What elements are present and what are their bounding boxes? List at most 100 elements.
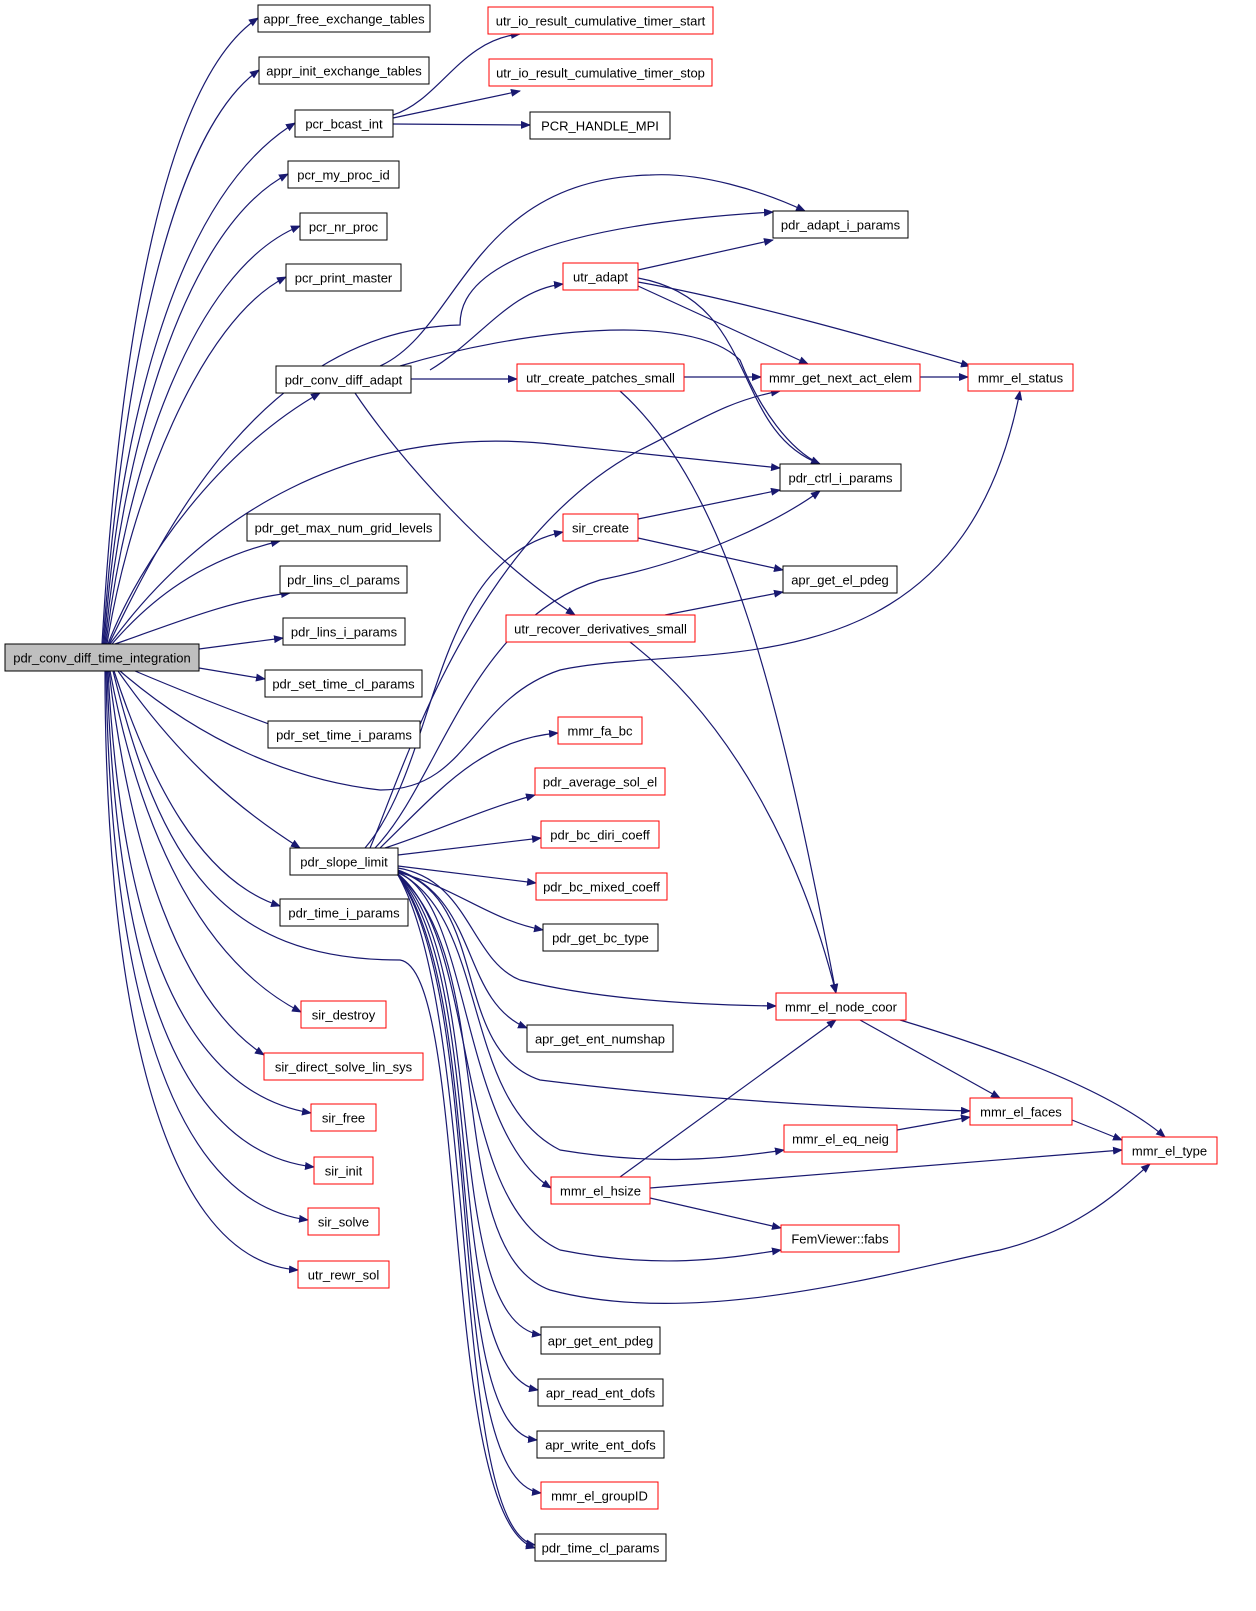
- edge-pcr_bcast-to-pcr_handle: [392, 120, 531, 129]
- node-mmr-get-next[interactable]: mmr_get_next_act_elem: [760, 363, 921, 392]
- node-pdr-bc-mixed[interactable]: pdr_bc_mixed_coeff: [535, 872, 668, 901]
- node-mmr-el-type[interactable]: mmr_el_type: [1121, 1136, 1218, 1165]
- edge-utr_adapt-to-pdr_adapt_i: [637, 238, 774, 271]
- edge-pdr_slope_limit-to-apr_write: [397, 874, 538, 1444]
- edge-root-to-sir_direct: [108, 670, 265, 1056]
- node-box: [772, 210, 909, 239]
- node-mmr-fa-bc[interactable]: mmr_fa_bc: [557, 716, 643, 745]
- node-mmr-el-node[interactable]: mmr_el_node_coor: [775, 992, 907, 1021]
- node-label: mmr_el_hsize: [560, 1184, 641, 1199]
- node-pdr-adapt-i[interactable]: pdr_adapt_i_params: [772, 210, 909, 239]
- node-appr-init[interactable]: appr_init_exchange_tables: [258, 56, 430, 85]
- node-label: appr_free_exchange_tables: [263, 12, 425, 27]
- edge-root-to-appr_init: [102, 69, 260, 645]
- node-box: [285, 263, 402, 292]
- node-pdr-lins-cl[interactable]: pdr_lins_cl_params: [279, 565, 408, 594]
- node-pdr-bc-diri[interactable]: pdr_bc_diri_coeff: [540, 820, 660, 849]
- edge-pcr_bcast-to-utr_io_stop: [392, 88, 521, 119]
- node-utr-io-stop[interactable]: utr_io_result_cumulative_timer_stop: [488, 58, 713, 87]
- node-appr-free[interactable]: appr_free_exchange_tables: [257, 4, 431, 33]
- node-utr-adapt[interactable]: utr_adapt: [562, 262, 639, 291]
- node-label: mmr_el_eq_neig: [792, 1132, 889, 1147]
- node-box: [540, 1481, 659, 1510]
- node-pdr-ctrl-i[interactable]: pdr_ctrl_i_params: [779, 463, 902, 492]
- node-box: [782, 565, 898, 594]
- edge-pdr_conv_diff_adapt-to-pdr_adapt_i: [379, 174, 806, 367]
- edge-pdr_slope_limit-to-apr_get_ent_pdeg: [397, 874, 542, 1338]
- node-sir-destroy[interactable]: sir_destroy: [300, 1000, 387, 1029]
- node-box: [779, 463, 902, 492]
- node-utr-recover[interactable]: utr_recover_derivatives_small: [505, 614, 696, 643]
- node-root[interactable]: pdr_conv_diff_time_integration: [4, 643, 200, 672]
- node-box: [534, 767, 666, 796]
- node-pdr-get-bc[interactable]: pdr_get_bc_type: [542, 923, 659, 952]
- node-pdr-conv-diff-adapt[interactable]: pdr_conv_diff_adapt: [275, 365, 412, 394]
- node-sir-free[interactable]: sir_free: [310, 1103, 377, 1132]
- node-mmr-el-status[interactable]: mmr_el_status: [967, 363, 1074, 392]
- edge-root-to-sir_solve: [105, 670, 309, 1223]
- node-box: [550, 1176, 651, 1205]
- edge-mmr_el_node-to-mmr_el_faces: [859, 1019, 1001, 1099]
- edge-root-to-utr_rewr: [104, 670, 299, 1274]
- node-label: pcr_nr_proc: [309, 220, 379, 235]
- node-pdr-set-time-i[interactable]: pdr_set_time_i_params: [267, 720, 421, 749]
- node-utr-create[interactable]: utr_create_patches_small: [516, 363, 685, 392]
- node-box: [297, 1260, 390, 1289]
- node-pdr-time-i[interactable]: pdr_time_i_params: [279, 898, 409, 927]
- node-label: mmr_el_status: [978, 371, 1064, 386]
- edge-utr_adapt-to-pdr_ctrl_i: [637, 277, 821, 465]
- edge-root-to-pdr_time_i: [113, 670, 281, 908]
- node-apr-get-ent-numshap[interactable]: apr_get_ent_numshap: [526, 1024, 674, 1053]
- node-sir-create[interactable]: sir_create: [562, 513, 639, 542]
- node-pdr-lins-i[interactable]: pdr_lins_i_params: [282, 617, 406, 646]
- node-label: pdr_lins_cl_params: [287, 573, 400, 588]
- node-pcr-nr-proc[interactable]: pcr_nr_proc: [299, 212, 388, 241]
- edge-pdr_slope_limit-to-sir_create: [364, 529, 564, 849]
- node-mmr-el-eq-neig[interactable]: mmr_el_eq_neig: [783, 1124, 898, 1153]
- edge-pdr_slope_limit-to-pdr_ctrl_i: [374, 490, 821, 849]
- node-label: pdr_time_cl_params: [542, 1541, 660, 1556]
- node-box: [557, 716, 643, 745]
- node-label: pdr_ctrl_i_params: [788, 471, 893, 486]
- node-pcr-my-proc[interactable]: pcr_my_proc_id: [287, 160, 400, 189]
- node-sir-solve[interactable]: sir_solve: [307, 1207, 380, 1236]
- node-box: [300, 1000, 387, 1029]
- node-pdr-slope-limit[interactable]: pdr_slope_limit: [289, 847, 399, 876]
- node-box: [279, 898, 409, 927]
- node-pdr-get-max[interactable]: pdr_get_max_num_grid_levels: [246, 513, 441, 542]
- node-utr-io-start[interactable]: utr_io_result_cumulative_timer_start: [487, 6, 714, 35]
- node-label: mmr_el_type: [1132, 1144, 1207, 1159]
- node-label: sir_direct_solve_lin_sys: [275, 1060, 413, 1075]
- edge-pdr_slope_limit-to-mmr_get_next: [369, 388, 781, 849]
- node-label: utr_io_result_cumulative_timer_start: [496, 14, 706, 29]
- node-femviewer-fabs[interactable]: FemViewer::fabs: [780, 1224, 900, 1253]
- node-label: FemViewer::fabs: [791, 1232, 889, 1247]
- edge-root-to-pdr_ctrl_i: [109, 440, 781, 645]
- node-sir-init[interactable]: sir_init: [313, 1156, 374, 1185]
- node-mmr-el-groupID[interactable]: mmr_el_groupID: [540, 1481, 659, 1510]
- node-apr-read[interactable]: apr_read_ent_dofs: [537, 1378, 664, 1407]
- node-mmr-el-faces[interactable]: mmr_el_faces: [969, 1097, 1073, 1126]
- node-box: [516, 363, 685, 392]
- node-pdr-average[interactable]: pdr_average_sol_el: [534, 767, 666, 796]
- node-pcr-handle[interactable]: PCR_HANDLE_MPI: [529, 111, 671, 140]
- node-box: [775, 992, 907, 1021]
- node-label: utr_rewr_sol: [308, 1268, 380, 1283]
- node-apr-write[interactable]: apr_write_ent_dofs: [536, 1430, 665, 1459]
- node-pdr-set-time-cl[interactable]: pdr_set_time_cl_params: [264, 669, 423, 698]
- node-label: mmr_fa_bc: [567, 724, 633, 739]
- node-pcr-print[interactable]: pcr_print_master: [285, 263, 402, 292]
- edge-pdr_slope_limit-to-mmr_el_hsize: [397, 872, 552, 1189]
- node-label: pdr_average_sol_el: [543, 775, 657, 790]
- edge-root-to-pcr_bcast: [103, 122, 296, 645]
- node-apr-get-el-pdeg[interactable]: apr_get_el_pdeg: [782, 565, 898, 594]
- node-mmr-el-hsize[interactable]: mmr_el_hsize: [550, 1176, 651, 1205]
- node-pcr-bcast[interactable]: pcr_bcast_int: [294, 109, 394, 138]
- node-utr-rewr[interactable]: utr_rewr_sol: [297, 1260, 390, 1289]
- node-sir-direct[interactable]: sir_direct_solve_lin_sys: [263, 1052, 424, 1081]
- node-box: [540, 820, 660, 849]
- edge-pdr_slope_limit-to-mmr_el_node: [397, 867, 777, 1010]
- node-apr-get-ent-pdeg[interactable]: apr_get_ent_pdeg: [540, 1326, 661, 1355]
- node-label: mmr_get_next_act_elem: [769, 371, 912, 386]
- node-pdr-time-cl[interactable]: pdr_time_cl_params: [534, 1533, 667, 1562]
